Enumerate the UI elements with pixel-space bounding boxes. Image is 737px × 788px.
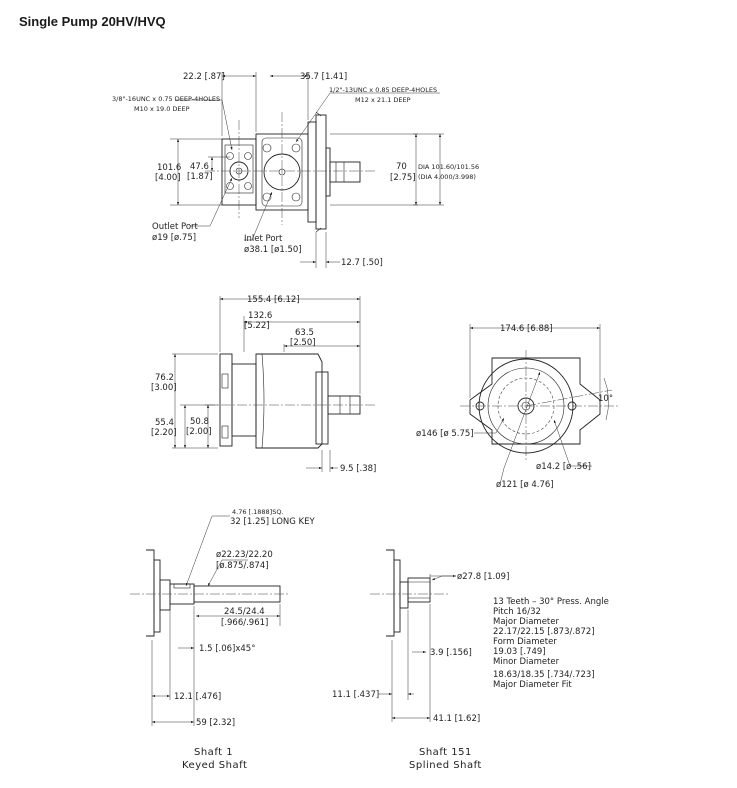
end-view [460, 324, 620, 485]
front-shaft [329, 161, 361, 183]
inlet-thread-metric: M12 x 21.1 DEEP [355, 96, 411, 104]
shaft-1-dia: ø22.23/22.20 [216, 550, 273, 560]
dim-41-1: 41.1 [1.62] [433, 714, 480, 724]
dia-14-2: ø14.2 [ø .56] [536, 462, 591, 472]
outlet-thread-metric: M10 x 19.0 DEEP [134, 105, 190, 113]
splined-shaft [407, 577, 431, 603]
front-view-labels: 22.2 [.87] 35.7 [1.41] 3/8"-16UNC x 0.75… [112, 72, 479, 268]
spline-spec-3: 22.17/22.15 [.873/.872] [493, 627, 595, 637]
dim-55-4-in: [2.20] [151, 428, 177, 438]
dim-35-7: 35.7 [1.41] [300, 72, 347, 82]
dim-132-6-in: [5.22] [244, 321, 270, 331]
dia-121: ø121 [ø 4.76] [496, 480, 554, 490]
pilot-dia: DIA 101.60/101.56 [418, 163, 479, 171]
dim-63-5: 63.5 [295, 328, 314, 338]
spline-spec-2: Major Diameter [493, 617, 559, 627]
chamfer: 1.5 [.06]x45° [199, 644, 255, 654]
shaft-1-len: 24.5/24.4 [224, 607, 265, 617]
dim-3-9: 3.9 [.156] [430, 648, 472, 658]
dim-47-6-in: [1.87] [187, 172, 213, 182]
dim-155-4: 155.4 [6.12] [247, 295, 300, 305]
shaft-151-caption: Shaft 151 [419, 747, 472, 758]
shaft-1-drawing [130, 515, 290, 726]
dim-101-6: 101.6 [157, 163, 181, 173]
dim-63-5-in: [2.50] [290, 338, 316, 348]
shaft-1-caption-sub: Keyed Shaft [182, 760, 247, 771]
shaft-1-flange [153, 559, 161, 633]
dim-50-8: 50.8 [190, 417, 209, 427]
dim-76-2: 76.2 [155, 373, 174, 383]
end-view-labels: 174.6 [6.88] 10° ø146 [ø 5.75] ø14.2 [ø … [416, 324, 613, 490]
dim-70-in: [2.75] [390, 173, 416, 183]
side-view [172, 296, 375, 472]
key-length: 32 [1.25] LONG KEY [230, 517, 315, 527]
shaft-1-dia-in: [ø.875/.874] [216, 561, 269, 571]
spline-spec-4: Form Diameter [493, 637, 557, 647]
shaft-151-labels: ø27.8 [1.09] 13 Teeth – 30° Press. Angle… [332, 572, 609, 771]
angle-10: 10° [598, 394, 613, 404]
mounting-flange [315, 114, 327, 230]
dim-76-2-in: [3.00] [151, 383, 177, 393]
inlet-port-label: Inlet Port [244, 234, 283, 244]
key-size: 4.76 [.1888]SQ. [232, 508, 284, 516]
dia-146: ø146 [ø 5.75] [416, 429, 474, 439]
dim-12-1: 12.1 [.476] [174, 692, 221, 702]
dim-11-1: 11.1 [.437] [332, 690, 379, 700]
dim-12-7: 12.7 [.50] [341, 258, 383, 268]
dim-59: 59 [2.32] [196, 718, 235, 728]
end-flange-outline [469, 357, 601, 445]
dim-47-6: 47.6 [190, 162, 209, 172]
key [173, 583, 191, 589]
dim-50-8-in: [2.00] [186, 427, 212, 437]
outlet-port-dia: ø19 [ø.75] [152, 233, 196, 243]
spline-spec-0: 13 Teeth – 30° Press. Angle [493, 597, 609, 607]
shaft-1-caption: Shaft 1 [194, 747, 233, 758]
shaft-151-flange [393, 559, 401, 633]
shaft-151-drawing [370, 549, 456, 722]
outlet-port-label: Outlet Port [152, 222, 199, 232]
shaft-1-len-in: [.966/.961] [221, 618, 268, 628]
dim-174-6: 174.6 [6.88] [500, 324, 553, 334]
shaft-1-labels: 4.76 [.1888]SQ. 32 [1.25] LONG KEY ø22.2… [174, 508, 315, 771]
spline-spec-5: 19.03 [.749] [493, 647, 546, 657]
dim-132-6: 132.6 [248, 311, 272, 321]
inlet-thread-spec: 1/2"-13UNC x 0.85 DEEP-4HOLES [329, 86, 437, 94]
spline-spec-1: Pitch 16/32 [493, 607, 541, 617]
dim-101-6-in: [4.00] [155, 173, 181, 183]
pump-body [255, 353, 323, 449]
dim-22-2: 22.2 [.87] [183, 72, 225, 82]
shaft-151-caption-sub: Splined Shaft [409, 760, 482, 771]
dim-55-4: 55.4 [155, 418, 174, 428]
inlet-port-dia: ø38.1 [ø1.50] [244, 245, 302, 255]
shaft-151-dia: ø27.8 [1.09] [457, 572, 509, 582]
dim-9-5: 9.5 [.38] [340, 464, 376, 474]
outlet-thread-spec: 3/8"-16UNC x 0.75 DEEP-4HOLES [112, 95, 220, 103]
side-shaft [327, 395, 361, 415]
front-view [170, 72, 444, 268]
spline-spec-6: Minor Diameter [493, 657, 560, 667]
spline-spec-8: Major Diameter Fit [493, 680, 572, 690]
page-title: Single Pump 20HV/HVQ [19, 14, 166, 29]
dim-70: 70 [396, 162, 407, 172]
spline-spec-7: 18.63/18.35 [.734/.723] [493, 670, 595, 680]
side-view-labels: 155.4 [6.12] 132.6 [5.22] 63.5 [2.50] 76… [151, 295, 376, 474]
pilot-dia-in: (DIA 4.000/3.998) [418, 173, 476, 181]
